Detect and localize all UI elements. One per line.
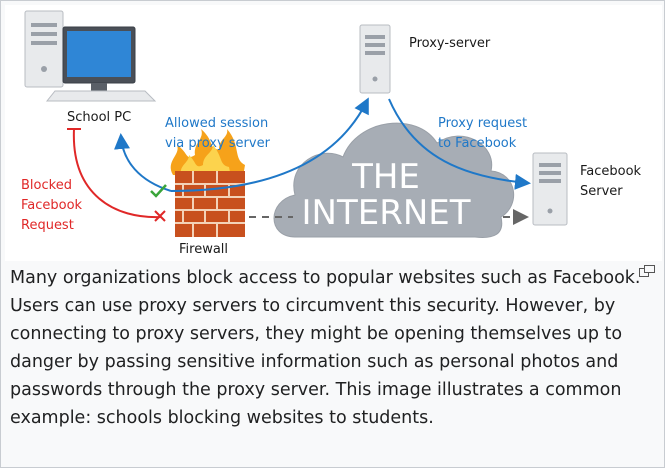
blocked-request-path [67, 128, 166, 222]
firewall-flame-icon [170, 129, 245, 177]
magnify-icon[interactable] [639, 265, 655, 277]
proxy-request-path [388, 98, 531, 190]
internet-line1: THE [351, 157, 420, 197]
school-pc-monitor-icon [45, 26, 157, 102]
allowed-session-label-line2: via proxy server [165, 136, 270, 151]
diagram-svg: THE INTERNET [24, 10, 568, 238]
internet-line2: INTERNET [301, 193, 470, 233]
proxy-server-icon [359, 24, 391, 94]
allowed-session-label-line1: Allowed session [165, 116, 269, 131]
facebook-server-label-line2: Server [580, 184, 623, 199]
proxy-server-label: Proxy-server [409, 36, 491, 51]
blocked-label-line1: Blocked [21, 178, 72, 193]
internet-text: THE INTERNET [301, 157, 470, 233]
figure-caption: Many organizations block access to popul… [10, 268, 641, 428]
facebook-server-label-line1: Facebook [580, 164, 642, 179]
proxy-diagram: THE INTERNET School PC Allowed session v… [5, 5, 662, 261]
allowed-session-path [114, 97, 369, 198]
school-pc-tower-icon [24, 10, 64, 88]
internet-cloud-icon [273, 122, 515, 238]
proxy-request-label-line2: to Facebook [438, 136, 517, 151]
proxy-request-label-line1: Proxy request [438, 116, 528, 131]
check-icon [150, 184, 167, 198]
blocked-label-line2: Facebook [21, 198, 83, 213]
firewall-icon [175, 171, 245, 237]
firewall-label: Firewall [179, 242, 229, 257]
blocked-label-line3: Request [21, 218, 74, 233]
school-pc-label: School PC [67, 110, 132, 125]
facebook-server-icon [532, 152, 568, 226]
